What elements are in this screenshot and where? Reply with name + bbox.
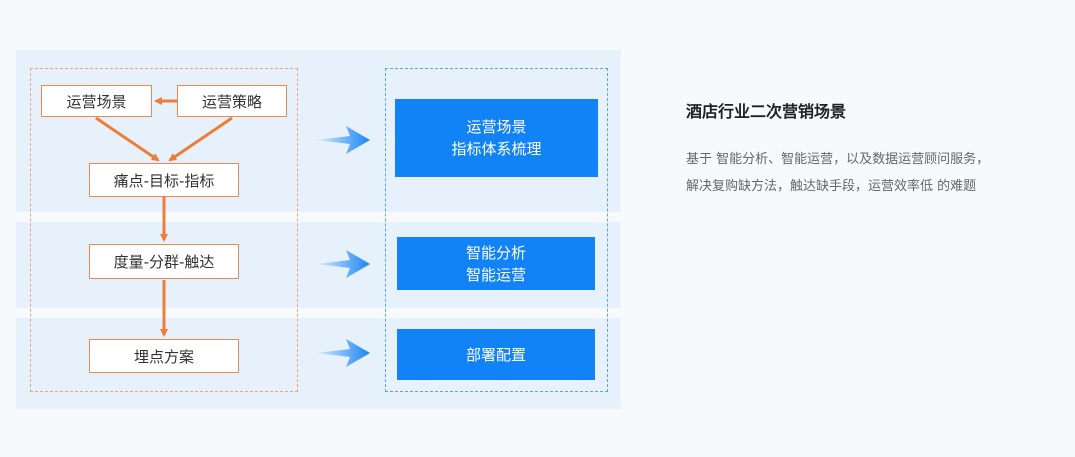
pain-goal-metric-box: 痛点-目标-指标	[89, 163, 239, 197]
right-arrow-icon-1	[317, 126, 370, 154]
side-desc-line1: 基于 智能分析、智能运营，以及数据运营顾问服务，	[686, 152, 990, 167]
bbox-1-line2: 指标体系梳理	[451, 140, 542, 158]
scene-box: 运营场景	[41, 85, 152, 117]
right-arrow-icon-2	[317, 250, 370, 278]
arrow-strategy-to-pain	[168, 116, 233, 162]
bbox-2-line1: 智能分析	[465, 243, 526, 262]
side-title: 酒店行业二次营销场景	[686, 102, 847, 121]
output-group-frame	[385, 68, 608, 392]
method-group-frame	[30, 68, 298, 392]
bbox-1-line1: 运营场景	[466, 118, 527, 136]
right-arrow-icon-3	[317, 339, 370, 367]
tracking-plan-box: 埋点方案	[89, 339, 239, 373]
smart-analysis-ops-box: 智能分析 智能运营	[397, 237, 595, 290]
pain-goal-metric-label: 痛点-目标-指标	[113, 171, 215, 190]
deployment-config-box: 部署配置	[397, 329, 595, 380]
strategy-label: 运营策略	[201, 92, 262, 111]
measure-group-reach-box: 度量-分群-触达	[89, 244, 239, 279]
bbox-2-line2: 智能运营	[465, 265, 526, 284]
strategy-box: 运营策略	[177, 85, 287, 117]
scene-label: 运营场景	[66, 92, 127, 111]
bbox-3-label: 部署配置	[465, 345, 526, 364]
scene-metric-system-box: 运营场景 指标体系梳理	[395, 99, 598, 177]
side-desc-line2: 解决复购缺方法，触达缺手段，运营效率低 的难题	[686, 179, 977, 194]
tracking-plan-label: 埋点方案	[133, 347, 194, 366]
side-description: 基于 智能分析、智能运营，以及数据运营顾问服务， 解决复购缺方法，触达缺手段，运…	[686, 146, 989, 200]
arrow-scene-to-pain	[95, 116, 160, 162]
measure-group-reach-label: 度量-分群-触达	[113, 253, 215, 271]
